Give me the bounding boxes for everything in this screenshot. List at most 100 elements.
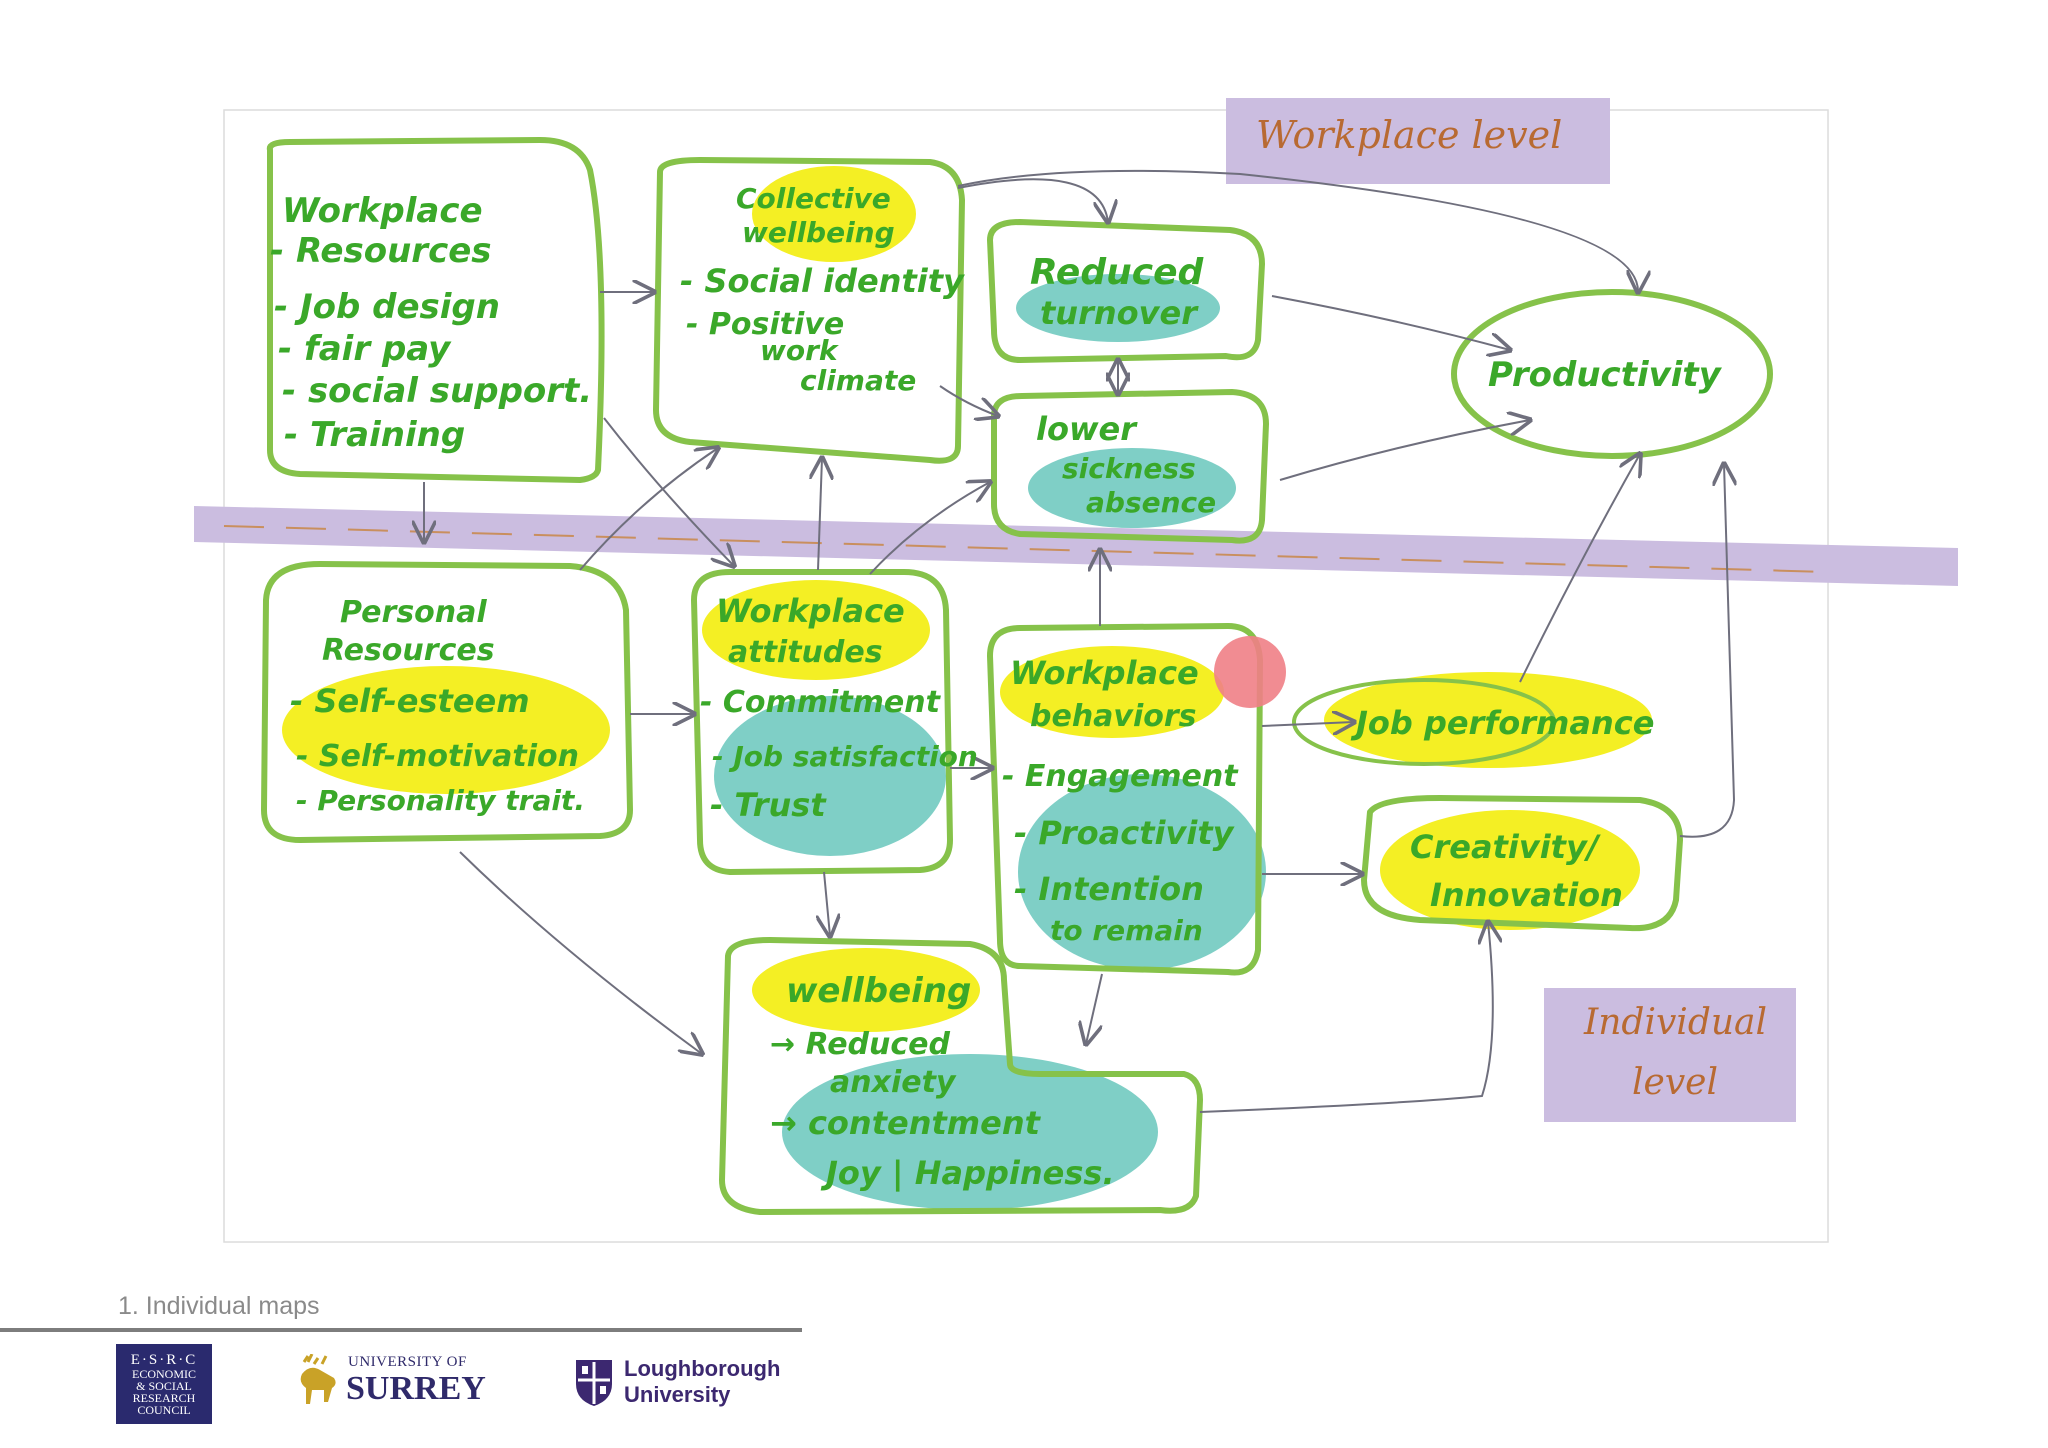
- figure-caption: 1. Individual maps: [118, 1292, 320, 1320]
- personal-resources-text: Personal Resources - Self-esteem - Self-…: [290, 595, 585, 817]
- collective-line-4: climate: [800, 364, 916, 397]
- reduced-label: Reduced: [1030, 252, 1204, 293]
- arrow-collective-to-turnover: [957, 178, 1108, 222]
- attitudes-line-2: - Job satisfaction: [712, 740, 978, 773]
- absence-label: absence: [1086, 486, 1216, 519]
- collective-line-3: work: [760, 334, 840, 367]
- level-divider-band: [194, 506, 1958, 586]
- behaviors-title-1: Workplace: [1010, 654, 1199, 692]
- workplace-level-band: [1226, 98, 1610, 184]
- level-divider-dash: [223, 525, 1829, 573]
- esrc-logo-line-1: ECONOMIC: [131, 1366, 196, 1381]
- productivity-box: [1451, 289, 1773, 459]
- workplace-line-3: - Job design: [274, 287, 500, 327]
- personal-line-1: - Self-esteem: [290, 682, 530, 720]
- esrc-logo-line-2: & SOCIAL: [136, 1378, 192, 1393]
- arrow-personal-to-collective: [579, 448, 718, 571]
- proactivity-highlight: [1018, 774, 1266, 970]
- sickness-label: sickness: [1062, 452, 1196, 485]
- esrc-logo-line-3: RESEARCH: [132, 1390, 196, 1405]
- turnover-highlight: [1016, 274, 1220, 342]
- arrow-attitudes-to-collective: [818, 458, 822, 571]
- arrow-behaviors-to-performance: [1261, 722, 1354, 726]
- job-satisfaction-highlight: [714, 696, 946, 856]
- arrow-sickness-to-productivity: [1279, 420, 1530, 481]
- job-performance-circle: [1292, 678, 1556, 766]
- stag-icon: [300, 1354, 336, 1404]
- individual-level-label-2: level: [1632, 1062, 1718, 1103]
- personal-resources-box: [261, 561, 633, 843]
- personal-title-2: Resources: [322, 633, 495, 668]
- surrey-logo: UNIVERSITY OF SURREY: [294, 1352, 494, 1412]
- workplace-attitudes-text: Workplace attitudes - Commitment - Job s…: [700, 592, 978, 824]
- pointer-dot: [1214, 636, 1286, 708]
- personal-line-2: - Self-motivation: [296, 739, 579, 774]
- arrow-wellbeing-to-creativity: [1199, 922, 1493, 1113]
- workplace-box: [266, 137, 605, 483]
- workplace-level-label: Workplace level: [1256, 113, 1562, 157]
- wellbeing-title: wellbeing: [786, 971, 971, 1011]
- workplace-attitudes-highlight: [702, 580, 930, 680]
- collective-title-1: Collective: [736, 182, 891, 215]
- arrow-collective-to-sickness: [939, 385, 998, 416]
- arrow-performance-to-productivity: [1519, 454, 1640, 683]
- collective-wellbeing-text: Collective wellbeing - Social identity -…: [680, 182, 965, 397]
- productivity-label: Productivity: [1488, 355, 1723, 395]
- esrc-logo: E·S·R·C ECONOMIC & SOCIAL RESEARCH COUNC…: [116, 1344, 212, 1424]
- arrow-turnover-to-productivity: [1271, 295, 1510, 350]
- self-esteem-highlight: [282, 666, 610, 794]
- behaviors-line-3: - Intention: [1014, 870, 1204, 908]
- individual-level-band: [1544, 988, 1796, 1122]
- lower-sickness-box: [991, 389, 1269, 544]
- personal-line-3: - Personality trait.: [296, 784, 585, 817]
- individual-level-label-1: Individual: [1583, 1002, 1767, 1043]
- workplace-line-4: - fair pay: [278, 329, 452, 369]
- workplace-line-1: Workplace: [282, 191, 483, 231]
- creativity-highlight: [1380, 810, 1640, 930]
- caption-divider: [0, 1328, 802, 1332]
- workplace-line-5: - social support.: [282, 371, 592, 411]
- arrow-attitudes-to-sickness: [869, 482, 990, 575]
- loughborough-logo-line-2: University: [624, 1382, 731, 1407]
- surrey-logo-university-of: UNIVERSITY OF: [348, 1354, 467, 1370]
- behaviors-line-2: - Proactivity: [1014, 814, 1235, 852]
- reduced-turnover-box: [987, 219, 1265, 363]
- workplace-behaviors-box: [987, 623, 1263, 976]
- esrc-logo-line-4: COUNCIL: [137, 1402, 191, 1417]
- attitudes-line-3: - Trust: [710, 786, 827, 824]
- workplace-behaviors-text: Workplace behaviors - Engagement - Proac…: [1002, 654, 1239, 947]
- sickness-highlight: [1028, 448, 1236, 528]
- workplace-line-2: - Resources: [270, 231, 492, 271]
- collective-line-1: - Social identity: [680, 262, 965, 300]
- attitudes-line-1: - Commitment: [700, 685, 942, 720]
- arrow-workplace-to-attitudes: [603, 417, 734, 566]
- loughborough-logo-line-1: Loughborough: [624, 1356, 781, 1381]
- arrow-attitudes-to-wellbeing: [824, 871, 830, 936]
- collective-line-2: - Positive: [686, 307, 844, 342]
- workplace-line-6: - Training: [284, 415, 465, 455]
- attitudes-title-2: attitudes: [728, 635, 883, 670]
- wellbeing-box: [719, 937, 1203, 1215]
- surrey-logo-name: SURREY: [346, 1370, 486, 1407]
- wellbeing-text: wellbeing → Reduced anxiety → contentmen…: [770, 971, 1115, 1193]
- wellbeing-line-1: → Reduced: [770, 1027, 950, 1062]
- wellbeing-title-highlight: [752, 948, 980, 1032]
- creativity-label: Creativity/: [1410, 828, 1601, 866]
- lower-label: lower: [1036, 410, 1138, 448]
- arrow-creativity-to-productivity: [1679, 464, 1734, 838]
- collective-wellbeing-box: [653, 157, 965, 464]
- workplace-attitudes-box: [691, 569, 953, 875]
- behaviors-title-2: behaviors: [1030, 699, 1197, 734]
- workplace-behaviors-highlight: [1000, 646, 1224, 738]
- esrc-logo-acronym: E·S·R·C: [130, 1351, 198, 1368]
- job-performance-highlight: [1324, 672, 1652, 768]
- wellbeing-line-4: Joy | Happiness.: [820, 1154, 1115, 1193]
- shield-icon: [576, 1360, 612, 1406]
- wellbeing-line-3: → contentment: [770, 1104, 1042, 1142]
- attitudes-title-1: Workplace: [716, 592, 905, 630]
- loughborough-logo: Loughborough University: [574, 1354, 814, 1414]
- creativity-box: [1361, 795, 1683, 932]
- behaviors-line-1: - Engagement: [1002, 759, 1239, 794]
- contentment-highlight: [782, 1054, 1158, 1210]
